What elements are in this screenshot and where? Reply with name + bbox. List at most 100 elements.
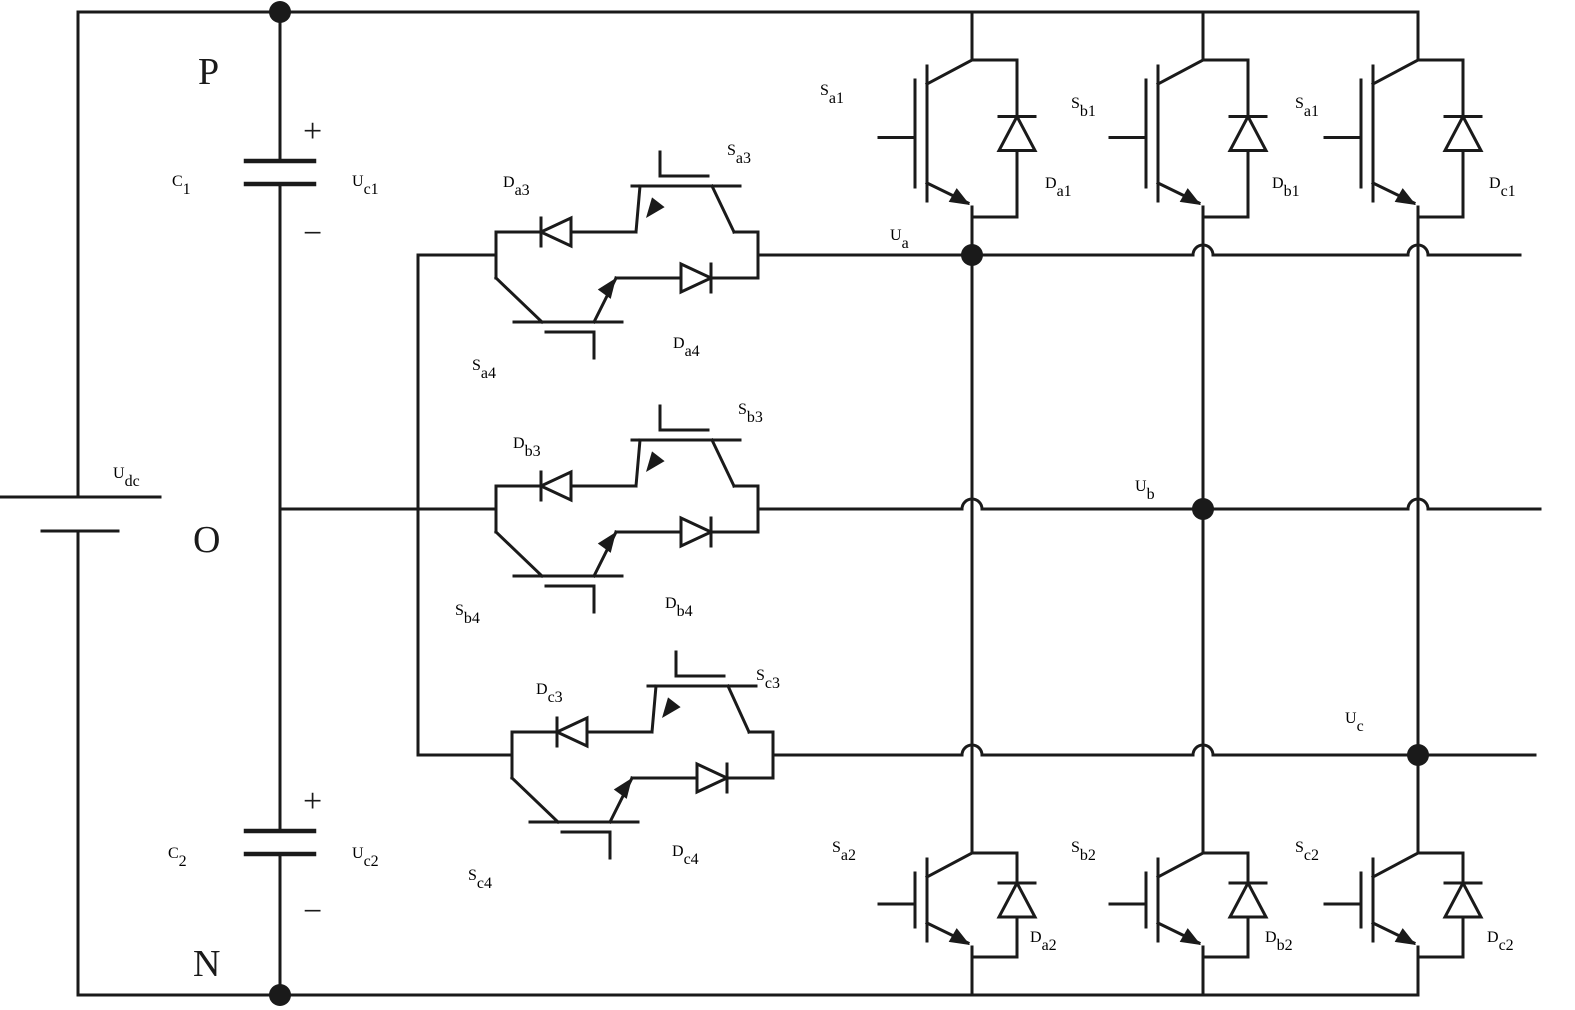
lower-igbt-1-diode-triangle — [1227, 879, 1269, 919]
neutral-wiring — [278, 253, 514, 757]
capacitor-column — [243, 1, 317, 1006]
label-sc4: Sc4 — [468, 867, 492, 892]
label-lower-s-0: Sa2 — [832, 839, 856, 864]
node-n-label: N — [193, 943, 220, 985]
label-uc: Uc — [1345, 710, 1364, 735]
phase-rail-a — [756, 243, 1522, 257]
diode-bot-b-triangle — [679, 515, 715, 549]
lower-igbt-2-arrow — [1394, 928, 1416, 945]
lower-igbt-0 — [877, 803, 1038, 997]
upper-igbt-1-collector-slant — [1155, 57, 1206, 87]
lower-igbt-1 — [1108, 803, 1269, 997]
upper-igbt-0-diode-triangle — [996, 113, 1038, 152]
igbt-top-collector-a — [709, 183, 737, 235]
uc1-label: Uc1 — [352, 173, 379, 198]
label-dc3: Dc3 — [536, 681, 563, 706]
node-o-label: O — [193, 519, 220, 561]
diode-top-b — [537, 469, 573, 503]
igbt-bot-emitter-c — [509, 775, 561, 825]
labels: P O N Udc C1 Uc1 + − C2 Uc2 + − Sa3 Da3 … — [113, 51, 1516, 985]
diode-bot-c-triangle — [695, 761, 731, 795]
lower-igbt-0-diode-bot-wire — [970, 915, 1019, 959]
c2-minus-sign: − — [303, 893, 322, 930]
label-upper-d-2: Dc1 — [1489, 175, 1516, 200]
source-label: Udc — [113, 465, 140, 490]
upper-igbt-2-diode-top-wire — [1416, 58, 1465, 115]
upper-igbt-1-arrow — [1179, 188, 1201, 205]
igbt-top-collector-c — [726, 684, 751, 734]
igbt-bot-emitter-b — [493, 529, 545, 579]
igbt-top-emitter-a — [634, 184, 642, 234]
label-sb4: Sb4 — [455, 602, 480, 627]
upper-igbt-0-diode-top-wire — [970, 58, 1019, 115]
label-lower-s-1: Sb2 — [1071, 839, 1096, 864]
label-sc3: Sc3 — [756, 667, 780, 692]
lower-igbt-0-diode — [996, 879, 1038, 919]
label-upper-d-0: Da1 — [1045, 175, 1072, 200]
upper-igbt-0 — [877, 10, 1038, 257]
label-lower-d-2: Dc2 — [1487, 929, 1514, 954]
igbt-bot-emitter-a — [493, 275, 545, 325]
label-upper-d-1: Db1 — [1272, 175, 1300, 200]
upper-igbt-1-diode-top-wire — [1201, 58, 1250, 115]
bidirectional-switch-c — [509, 650, 775, 860]
upper-igbt-2-diode-bot-wire — [1416, 149, 1465, 219]
label-upper-s-0: Sa1 — [820, 82, 844, 107]
upper-igbt-2-arrow — [1394, 188, 1416, 205]
node-n-dot — [269, 984, 291, 1006]
upper-igbt-0-collector-slant — [924, 57, 975, 87]
label-lower-d-1: Db2 — [1265, 929, 1293, 954]
lower-igbt-0-diode-top-wire — [970, 851, 1019, 882]
node-p-dot — [269, 1, 291, 23]
diode-top-a-triangle — [537, 215, 573, 249]
upper-igbt-0-diode — [996, 113, 1038, 152]
lower-igbt-2-diode — [1442, 879, 1484, 919]
lower-igbt-2-diode-top-wire — [1416, 851, 1465, 882]
label-upper-s-1: Sb1 — [1071, 95, 1096, 120]
upper-igbt-2 — [1323, 10, 1484, 257]
upper-igbt-1 — [1108, 10, 1269, 257]
lower-igbt-1-collector-slant — [1155, 850, 1206, 880]
diode-top-c — [553, 715, 589, 749]
lower-igbt-2-collector-slant — [1370, 850, 1421, 880]
label-db4: Db4 — [665, 595, 693, 620]
lower-igbt-0-arrow — [948, 928, 970, 945]
lower-igbt-2-diode-bot-wire — [1416, 915, 1465, 959]
label-ua: Ua — [890, 227, 909, 252]
label-db3: Db3 — [513, 435, 541, 460]
lower-igbt-2-diode-triangle — [1442, 879, 1484, 919]
bidirectional-switch-b — [493, 404, 760, 614]
diode-bot-a — [679, 261, 715, 295]
igbt-legs — [877, 10, 1484, 997]
upper-igbt-1-diode-bot-wire — [1201, 149, 1250, 219]
label-lower-d-0: Da2 — [1030, 929, 1057, 954]
lower-igbt-1-diode — [1227, 879, 1269, 919]
igbt-bot-arrow-b — [597, 532, 616, 553]
upper-igbt-1-diode — [1227, 113, 1269, 152]
diode-top-b-triangle — [537, 469, 573, 503]
igbt-top-arrow-c — [662, 697, 681, 718]
upper-igbt-1-diode-triangle — [1227, 113, 1269, 152]
label-sb3: Sb3 — [738, 401, 763, 426]
igbt-bot-arrow-c — [613, 778, 632, 799]
upper-igbt-0-arrow — [948, 188, 970, 205]
phase-output-rails — [756, 243, 1542, 766]
igbt-top-arrow-b — [646, 451, 665, 472]
diode-top-c-triangle — [553, 715, 589, 749]
label-dc4: Dc4 — [672, 843, 699, 868]
bidirectional-switches — [493, 150, 775, 860]
upper-igbt-2-collector-slant — [1370, 57, 1421, 87]
lower-igbt-1-diode-bot-wire — [1201, 915, 1250, 959]
dc-bus-wiring — [0, 10, 1420, 997]
igbt-top-arrow-a — [646, 197, 665, 218]
diode-bot-a-triangle — [679, 261, 715, 295]
diode-top-a — [537, 215, 573, 249]
c2-plus-sign: + — [303, 783, 322, 820]
label-da3: Da3 — [503, 174, 530, 199]
igbt-top-collector-b — [709, 437, 737, 489]
c1-label: C1 — [172, 173, 191, 198]
c1-plus-sign: + — [303, 113, 322, 150]
diode-bot-c — [695, 761, 731, 795]
